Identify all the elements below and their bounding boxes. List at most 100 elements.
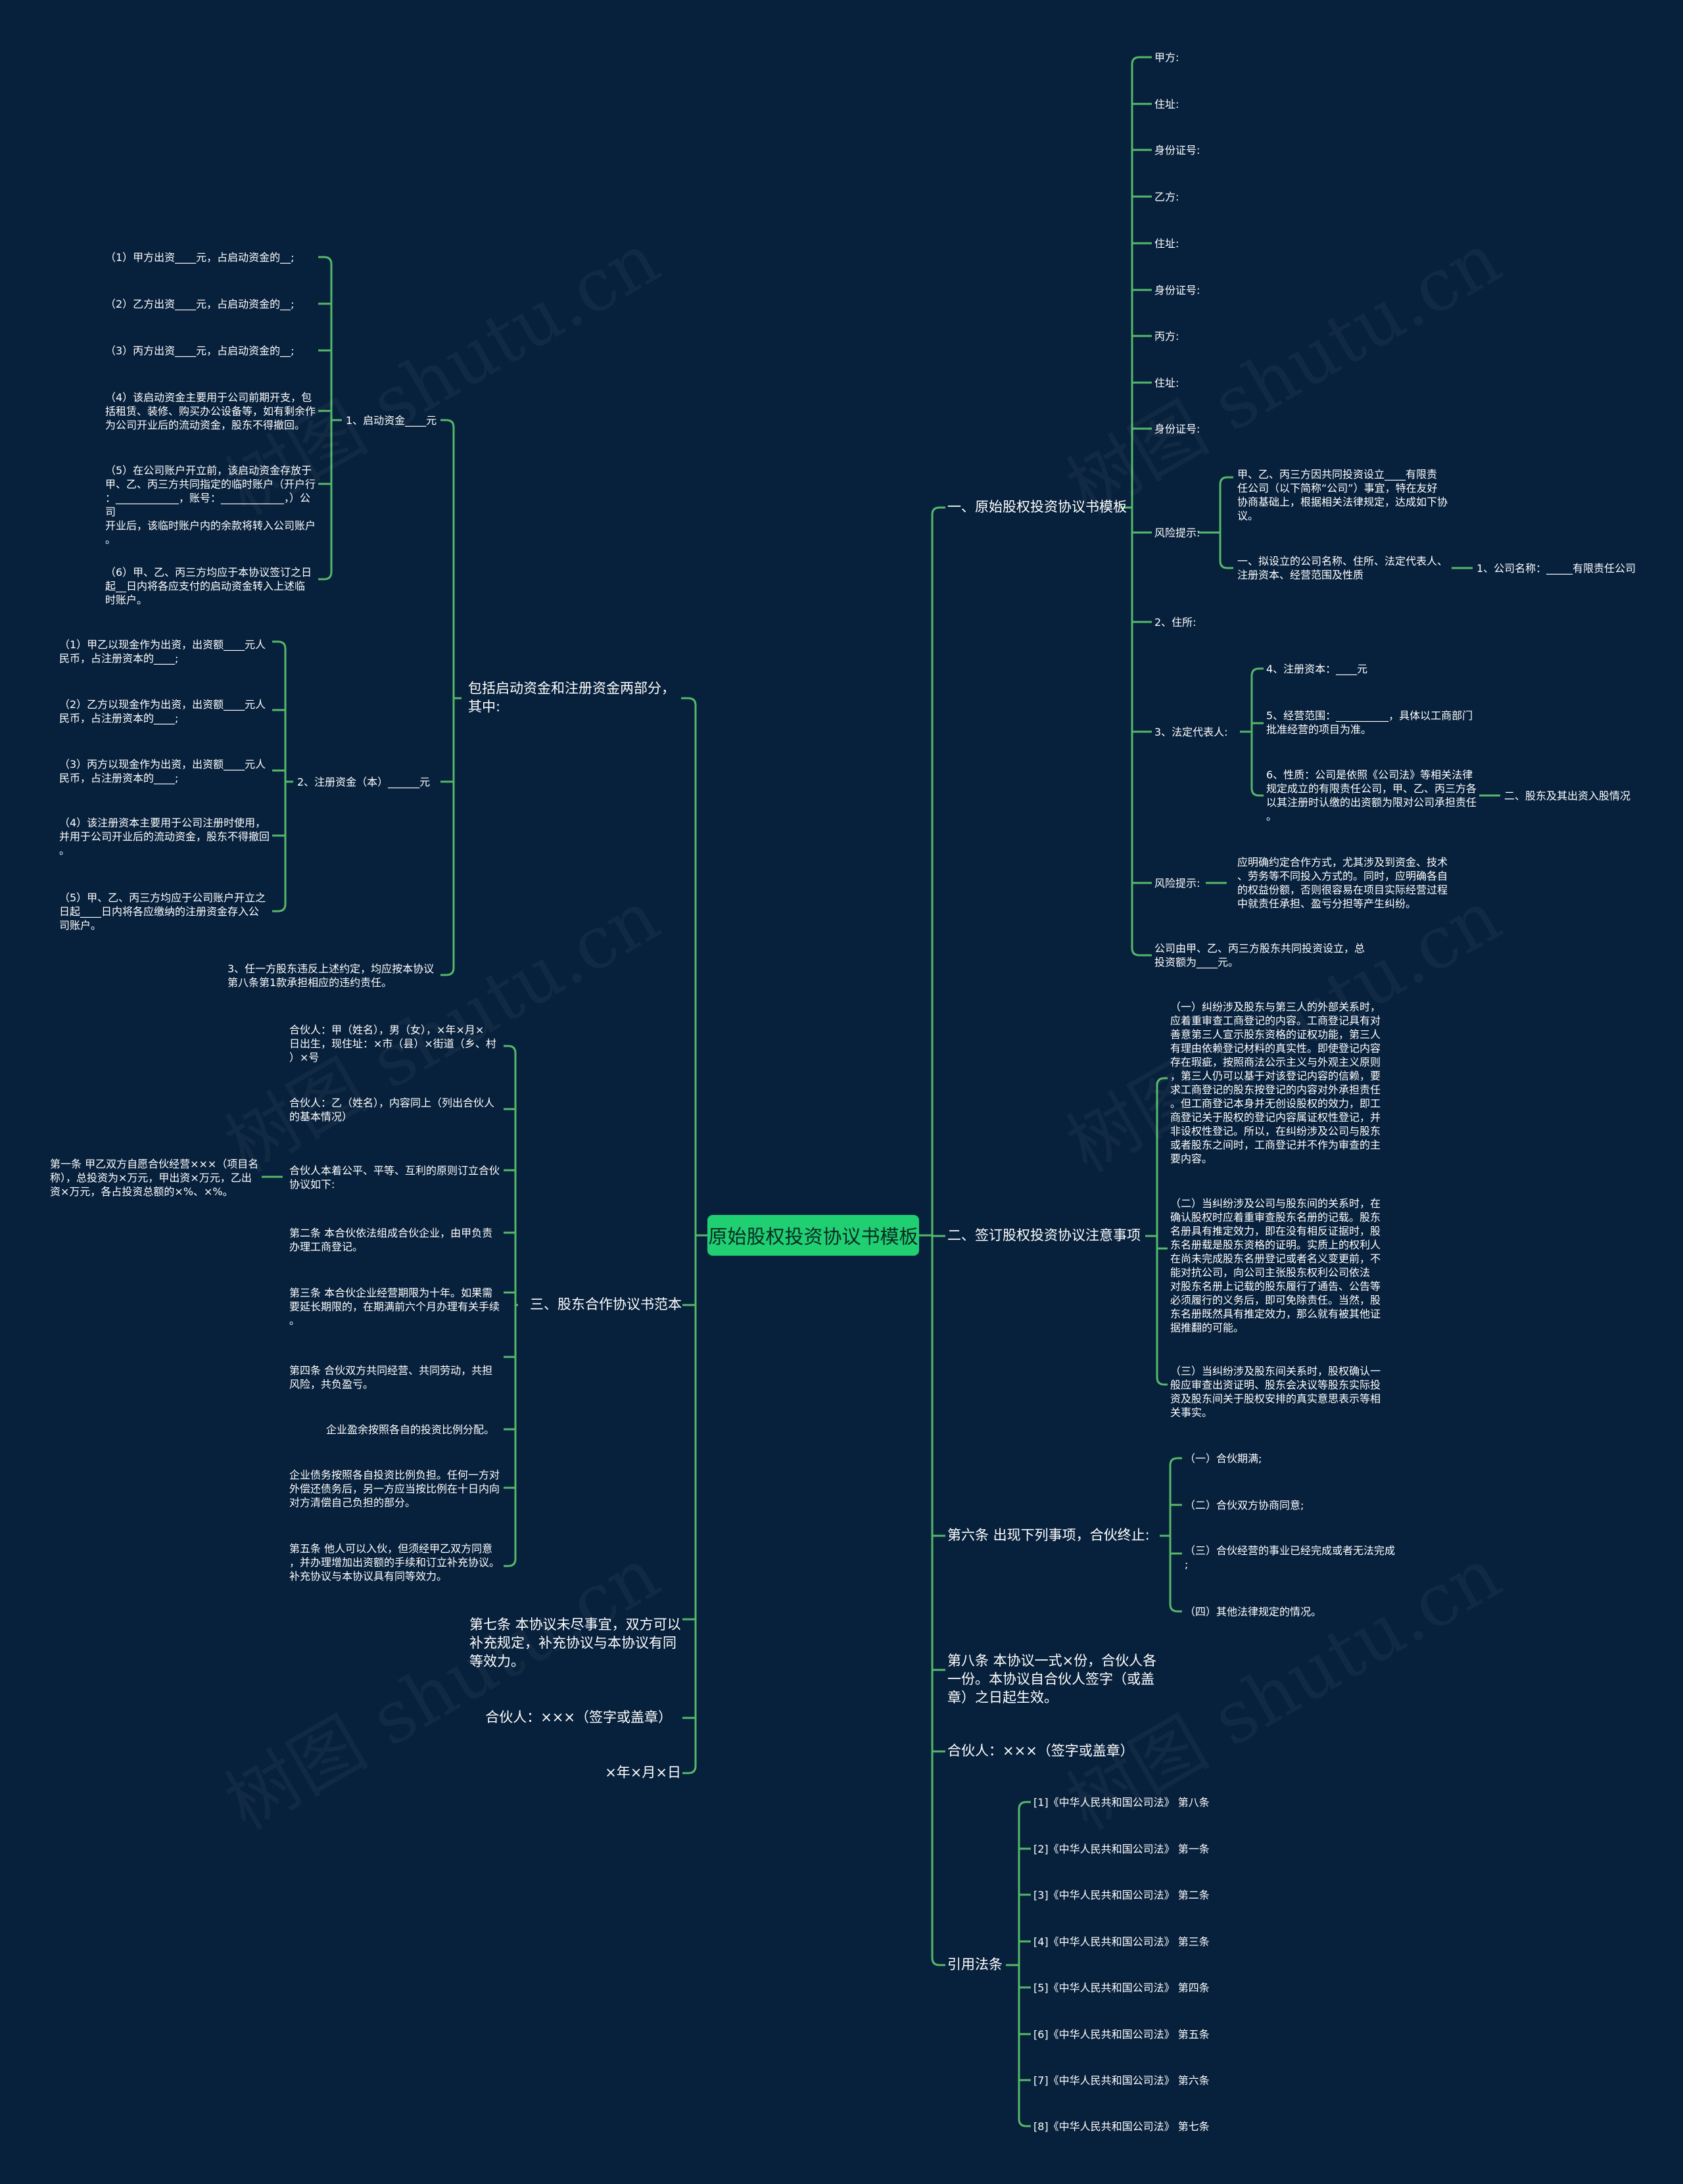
connector <box>272 640 293 783</box>
connector <box>1156 1236 1168 1386</box>
leaf-startup-item[interactable]: （4）该启动资金主要用于公司前期开支，包 括租赁、装修、购买办公设备等，如有剩余… <box>105 391 316 431</box>
branch-node-template[interactable]: 一、原始股权投资协议书模板 <box>947 499 1127 515</box>
leaf-company-nature[interactable]: 6、性质：公司是依照《公司法》等相关法律 规定成立的有限责任公司，甲、乙、丙三方… <box>1266 769 1477 822</box>
leaf-risk-tip[interactable]: 风险提示: <box>1154 877 1200 890</box>
leaf-domicile[interactable]: 2、住所: <box>1154 616 1197 629</box>
connector <box>682 1235 697 1774</box>
branch-node-date[interactable]: ×年×月×日 <box>605 1765 681 1780</box>
leaf-address[interactable]: 住址: <box>1154 237 1179 250</box>
leaf-breach-liability[interactable]: 3、任一方股东违反上述约定，均应按本协议 第八条第1款承担相应的违约责任。 <box>227 962 435 989</box>
leaf-registered-item[interactable]: （4）该注册资本主要用于公司注册时使用， 并用于公司开业后的流动资金，股东不得撤… <box>59 817 270 857</box>
connector <box>440 419 462 700</box>
connector <box>1120 56 1152 509</box>
leaf-law-citation[interactable]: [1]《中华人民共和国公司法》 第八条 <box>1033 1796 1210 1809</box>
leaf-startup-item[interactable]: （6）甲、乙、丙三方均应于本协议签订之日 起__日内将各应支付的启动资金转入上述… <box>105 566 312 606</box>
leaf-startup-capital[interactable]: 1、启动资金____元 <box>346 414 437 427</box>
leaf-address[interactable]: 住址: <box>1154 98 1179 110</box>
leaf-intro[interactable]: 甲、乙、丙三方因共同投资设立____有限责 任公司（以下简称“公司”）事宜，特在… <box>1237 468 1448 522</box>
connector <box>919 506 945 1237</box>
leaf-note-3[interactable]: （三）当纠纷涉及股东间关系时，股权确认一 般应审查出资证明、股东会决议等股东实际… <box>1170 1365 1381 1419</box>
leaf-termination-4[interactable]: （四）其他法律规定的情况。 <box>1185 1605 1322 1618</box>
connector <box>1018 1965 1031 2127</box>
leaf-shareholder-contribution[interactable]: 二、股东及其出资入股情况 <box>1504 790 1631 802</box>
leaf-law-citation[interactable]: [8]《中华人民共和国公司法》 第七条 <box>1033 2120 1210 2133</box>
connector <box>682 1235 697 1306</box>
leaf-note-2[interactable]: （二）当纠纷涉及公司与股东间的关系时，在 确认股权时应着重审查股东名册的记载。股… <box>1170 1197 1381 1334</box>
connector <box>1169 1536 1182 1555</box>
branch-node-cited-laws[interactable]: 引用法条 <box>947 1957 1003 1972</box>
leaf-risk-tip[interactable]: 风险提示: <box>1154 527 1200 539</box>
leaf-startup-item[interactable]: （2）乙方出资____元，占启动资金的__; <box>105 298 295 310</box>
leaf-article-3[interactable]: 第三条 本合伙企业经营期限为十年。如果需 要延长期限的，在期满前六个月办理有关手… <box>289 1287 500 1327</box>
leaf-article-5[interactable]: 第五条 他人可以入伙，但须经甲乙双方同意 ，并办理增加出资额的手续和订立补充协议… <box>289 1542 500 1582</box>
leaf-registered-item[interactable]: （1）甲乙以现金作为出资，出资额____元人 民币，占注册资本的____; <box>59 638 266 665</box>
leaf-total-investment[interactable]: 公司由甲、乙、丙三方股东共同投资设立，总 投资额为____元。 <box>1154 942 1365 968</box>
leaf-address[interactable]: 住址: <box>1154 377 1179 389</box>
leaf-profit-distribution[interactable]: 企业盈余按照各自的投资比例分配。 <box>325 1423 494 1436</box>
branch-node-article-7[interactable]: 第七条 本协议未尽事宜，双方可以 补充规定，补充协议与本协议有同 等效力。 <box>469 1617 681 1669</box>
leaf-debt-burden[interactable]: 企业债务按照各自投资比例负担。任何一方对 外偿还债务后，另一方应当按比例在十日内… <box>289 1469 500 1509</box>
leaf-article-1[interactable]: 第一条 甲乙双方自愿合伙经营×××（项目名 称），总投资为×万元，甲出资×万元，… <box>50 1158 259 1198</box>
connector <box>272 782 287 913</box>
branch-node-signature[interactable]: 合伙人：×××（签字或盖章） <box>485 1709 672 1725</box>
leaf-termination-3[interactable]: （三）合伙经营的事业已经完成或者无法完成 ; <box>1185 1544 1396 1571</box>
leaf-registered-item[interactable]: （3）丙方以现金作为出资，出资额____元人 民币，占注册资本的____; <box>59 758 266 784</box>
connector <box>1019 1847 1031 2081</box>
connector <box>1198 476 1233 534</box>
branch-node-article-8[interactable]: 第八条 本协议一式×份，合伙人各 一份。本协议自合伙人签字（或盖 章）之日起生效… <box>947 1653 1157 1705</box>
leaf-party-b[interactable]: 乙方: <box>1154 191 1179 203</box>
connector <box>272 709 285 837</box>
leaf-article-4[interactable]: 第四条 合伙双方共同经营、共同劳动，共担 风险，共负盈亏。 <box>289 1364 493 1390</box>
leaf-termination-1[interactable]: （一）合伙期满; <box>1185 1452 1262 1465</box>
branch-node-partnership-template[interactable]: 三、股东合作协议书范本 <box>530 1296 682 1312</box>
leaf-startup-item[interactable]: （5）在公司账户开立前，该启动资金存放于 甲、乙、丙三方共同指定的临时账户（开户… <box>105 464 316 546</box>
leaf-law-citation[interactable]: [3]《中华人民共和国公司法》 第二条 <box>1033 1889 1210 1901</box>
leaf-party-a[interactable]: 甲方: <box>1154 51 1179 64</box>
connector <box>1250 722 1264 732</box>
connector <box>1169 1504 1182 1536</box>
leaf-startup-item[interactable]: （1）甲方出资____元，占启动资金的__; <box>105 251 295 264</box>
leaf-registered-capital[interactable]: 2、注册资金（本）______元 <box>297 776 431 788</box>
leaf-id-number[interactable]: 身份证号: <box>1154 284 1200 297</box>
connector <box>504 1045 518 1306</box>
connector <box>440 698 455 783</box>
leaf-legal-rep[interactable]: 3、法定代表人: <box>1154 726 1228 738</box>
branch-node-notes[interactable]: 二、签订股权投资协议注意事项 <box>947 1227 1141 1243</box>
leaf-company-info[interactable]: 一、拟设立的公司名称、住所、法定代表人、 注册资本、经营范围及性质 <box>1237 555 1448 581</box>
connector <box>1219 533 1233 569</box>
connector <box>1156 1236 1168 1250</box>
connector <box>681 697 707 1237</box>
leaf-partner-b[interactable]: 合伙人：乙（姓名），内容同上（列出合伙人 的基本情况） <box>289 1097 495 1123</box>
leaf-company-name[interactable]: 1、公司名称：_____有限责任公司 <box>1477 562 1636 575</box>
leaf-article-2[interactable]: 第二条 本合伙依法组成合伙企业，由甲负责 办理工商登记。 <box>289 1227 493 1253</box>
leaf-law-citation[interactable]: [4]《中华人民共和国公司法》 第三条 <box>1033 1935 1210 1948</box>
connector <box>931 1235 945 1671</box>
leaf-party-c[interactable]: 丙方: <box>1154 330 1179 343</box>
branch-node-capital[interactable]: 包括启动资金和注册资金两部分， 其中: <box>468 680 675 715</box>
leaf-id-number[interactable]: 身份证号: <box>1154 423 1200 435</box>
leaf-startup-item[interactable]: （3）丙方出资____元，占启动资金的__; <box>105 344 295 357</box>
leaf-partner-a[interactable]: 合伙人：甲（姓名），男（女），×年×月× 日出生，现住址：×市（县）×街道（乡、… <box>289 1024 496 1064</box>
leaf-id-number[interactable]: 身份证号: <box>1154 144 1200 156</box>
leaf-business-scope[interactable]: 5、经营范围：__________，具体以工商部门 批准经营的项目为准。 <box>1266 709 1473 736</box>
branch-node-article-6[interactable]: 第六条 出现下列事项，合伙终止: <box>947 1527 1150 1543</box>
leaf-law-citation[interactable]: [7]《中华人民共和国公司法》 第六条 <box>1033 2074 1210 2087</box>
connector <box>1131 508 1152 957</box>
leaf-law-citation[interactable]: [2]《中华人民共和国公司法》 第一条 <box>1033 1843 1210 1855</box>
leaf-note-1[interactable]: （一）纠纷涉及股东与第三人的外部关系时， 应着重审查工商登记的内容。工商登记具有… <box>1170 1001 1381 1165</box>
leaf-registered-capital[interactable]: 4、注册资本：____元 <box>1266 663 1368 675</box>
leaf-agreement-intro[interactable]: 合伙人本着公平、平等、互利的原则订立合伙 协议如下: <box>289 1164 500 1191</box>
branch-node-signature[interactable]: 合伙人：×××（签字或盖章） <box>947 1743 1134 1759</box>
leaf-termination-2[interactable]: （二）合伙双方协商同意; <box>1185 1499 1304 1511</box>
connector <box>1132 103 1152 884</box>
connector <box>931 1235 945 1537</box>
leaf-risk-text[interactable]: 应明确约定合作方式，尤其涉及到资金、技术 、劳务等不同投入方式的。同时，应明确各… <box>1237 856 1448 910</box>
leaf-law-citation[interactable]: [5]《中华人民共和国公司法》 第四条 <box>1033 1982 1210 1994</box>
leaf-registered-item[interactable]: （5）甲、乙、丙三方均应于公司账户开立之 日起____日内将各应缴纳的注册资金存… <box>59 891 266 932</box>
connector <box>931 1235 945 1753</box>
leaf-law-citation[interactable]: [6]《中华人民共和国公司法》 第五条 <box>1033 2028 1210 2041</box>
connector <box>1145 1077 1168 1237</box>
connector <box>504 1108 515 1489</box>
leaf-registered-item[interactable]: （2）乙方以现金作为出资，出资额____元人 民币，占注册资本的____; <box>59 698 266 724</box>
root-node[interactable]: 原始股权投资协议书模板 <box>707 1215 919 1256</box>
